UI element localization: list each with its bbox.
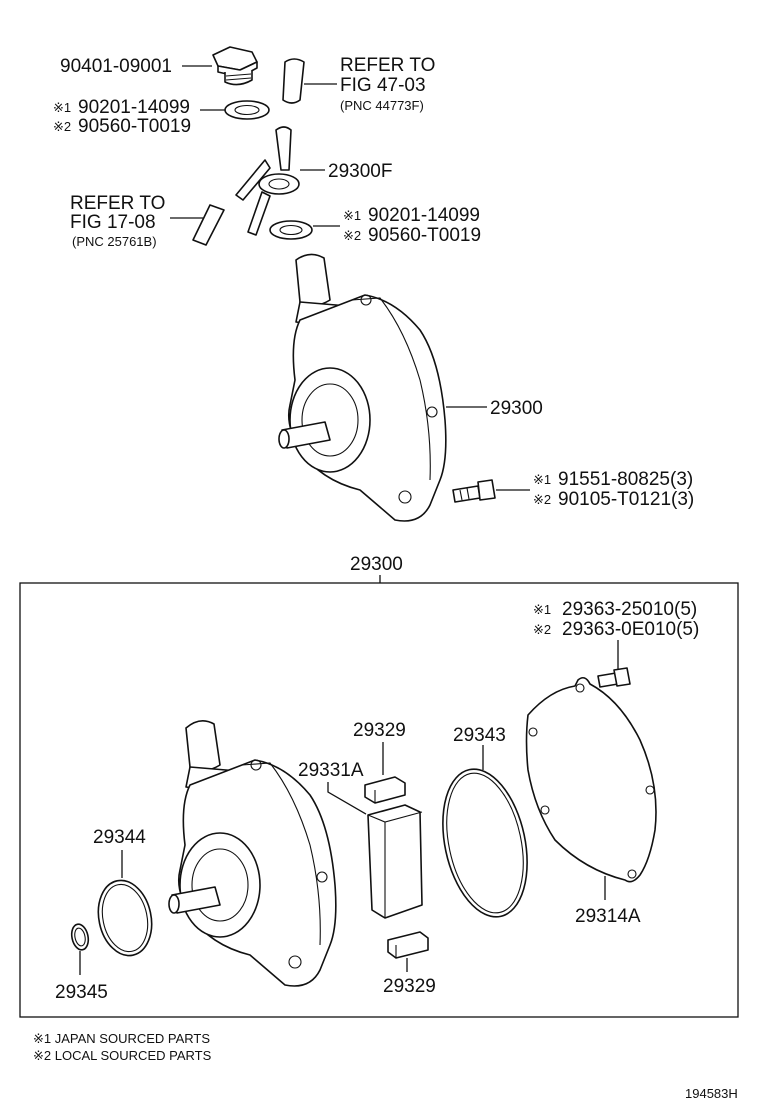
oil-cap-part-number: 90401-09001 bbox=[60, 56, 172, 77]
figure-id: 194583H bbox=[685, 1086, 738, 1101]
upper-gasket-part2: 90560-T0019 bbox=[78, 116, 191, 137]
oring-small-part-number: 29345 bbox=[55, 982, 108, 1003]
screw-part bbox=[597, 667, 631, 688]
upper-gasket-part1: 90201-14099 bbox=[78, 97, 190, 118]
left-hose-part bbox=[192, 204, 225, 246]
oring-small-part bbox=[70, 923, 90, 951]
pump-housing-part bbox=[168, 720, 337, 987]
upper-hose-refer-line1: REFER TO bbox=[340, 55, 435, 76]
bolt-mark1: ※1 bbox=[533, 472, 551, 487]
upper-hose-part bbox=[282, 58, 305, 104]
screw-mark2: ※2 bbox=[533, 622, 551, 637]
assembly-title: 29300 bbox=[350, 554, 403, 575]
vane-bottom-part-number: 29329 bbox=[383, 976, 436, 997]
oring-large-part-number: 29343 bbox=[453, 725, 506, 746]
lower-gasket-part1: 90201-14099 bbox=[368, 205, 480, 226]
upper-hose-refer-pnc: (PNC 44773F) bbox=[340, 98, 424, 113]
screw-mark1: ※1 bbox=[533, 602, 551, 617]
vane-bottom-part bbox=[387, 931, 429, 959]
upper-gasket-mark1: ※1 bbox=[53, 100, 71, 115]
left-hose-refer-pnc: (PNC 25761B) bbox=[72, 234, 157, 249]
lower-gasket-mark1: ※1 bbox=[343, 208, 361, 223]
upper-hose-refer-line2: FIG 47-03 bbox=[340, 75, 426, 96]
vane-top-part-number: 29329 bbox=[353, 720, 406, 741]
rotor-part-number: 29331A bbox=[298, 760, 364, 781]
oil-cap-part bbox=[212, 46, 258, 86]
bolt-part bbox=[452, 479, 496, 503]
rotor-part bbox=[367, 804, 423, 919]
screw-part2: 29363-0E010(5) bbox=[562, 619, 699, 640]
upper-gasket-mark2: ※2 bbox=[53, 119, 71, 134]
vacuum-pump-part bbox=[278, 253, 447, 522]
oring-mid-part-number: 29344 bbox=[93, 827, 146, 848]
bolt-mark2: ※2 bbox=[533, 492, 551, 507]
cover-part bbox=[525, 676, 657, 883]
vane-top-part bbox=[364, 776, 406, 804]
vacuum-pump-part-number: 29300 bbox=[490, 398, 543, 419]
union-pipe-part bbox=[235, 126, 300, 236]
bolt-part1: 91551-80825(3) bbox=[558, 469, 693, 490]
bolt-part2: 90105-T0121(3) bbox=[558, 489, 694, 510]
cover-part-number: 29314A bbox=[575, 906, 641, 927]
assembly-box bbox=[19, 582, 739, 1018]
left-hose-refer-line2: FIG 17-08 bbox=[70, 212, 156, 233]
screw-part1: 29363-25010(5) bbox=[562, 599, 697, 620]
footnote-local: ※2 LOCAL SOURCED PARTS bbox=[33, 1048, 212, 1063]
lower-gasket-mark2: ※2 bbox=[343, 228, 361, 243]
left-hose-refer-line1: REFER TO bbox=[70, 193, 165, 214]
oring-mid-part bbox=[97, 879, 153, 957]
oring-large-part bbox=[442, 768, 528, 918]
footnote-japan: ※1 JAPAN SOURCED PARTS bbox=[33, 1031, 210, 1046]
lower-gasket-part2: 90560-T0019 bbox=[368, 225, 481, 246]
lower-gasket-part bbox=[269, 220, 313, 240]
upper-gasket-part bbox=[224, 100, 270, 120]
union-pipe-part-number: 29300F bbox=[328, 161, 392, 182]
